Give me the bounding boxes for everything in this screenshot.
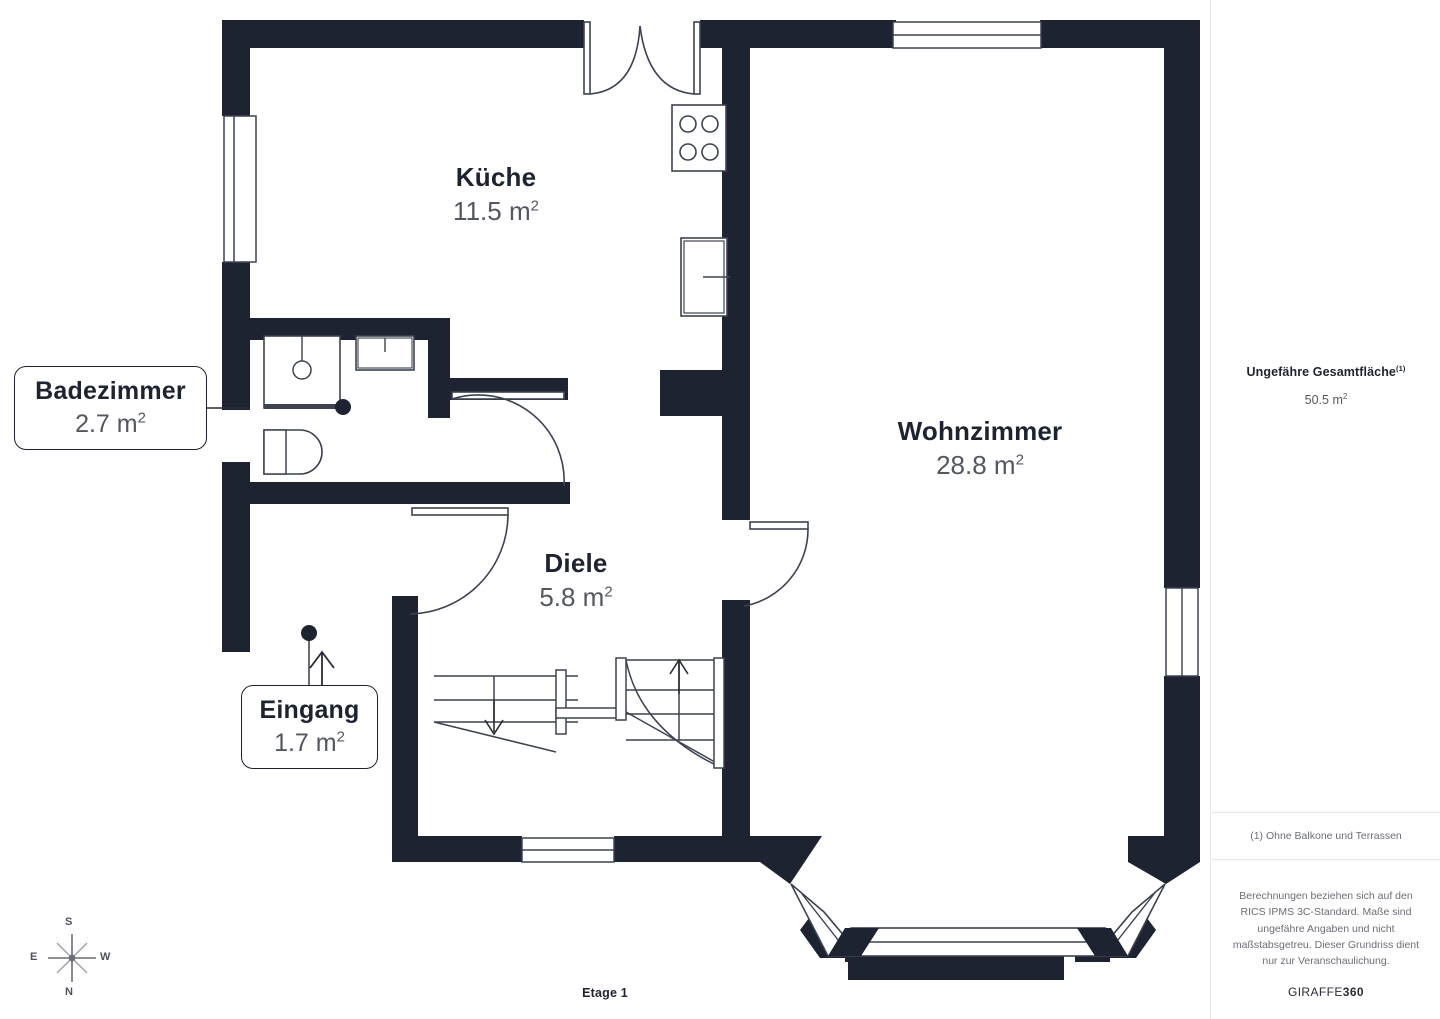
window-bottom-diele	[521, 837, 615, 863]
room-area-diele: 5.8 m2	[539, 582, 613, 613]
room-callout-eingang: Eingang 1.7 m2	[241, 685, 378, 769]
info-panel: Ungefähre Gesamtfläche(1) 50.5 m2 (1) Oh…	[1210, 0, 1440, 1019]
disclaimer-block: Berechnungen beziehen sich auf den RICS …	[1211, 872, 1440, 999]
room-label-kueche: Küche 11.5 m2	[396, 162, 596, 227]
room-name-wohnzimmer: Wohnzimmer	[897, 416, 1063, 446]
footnote-block: (1) Ohne Balkone und Terrassen	[1211, 812, 1440, 861]
room-area-eingang: 1.7 m2	[274, 728, 345, 757]
room-callout-badezimmer: Badezimmer 2.7 m2	[14, 366, 207, 450]
double-door-top	[583, 21, 701, 95]
window-top-wohnzimmer	[892, 21, 1042, 49]
brand-logo: GIRAFFE360	[1227, 985, 1425, 999]
door-badezimmer	[451, 391, 565, 487]
door-wohnzimmer	[743, 521, 809, 607]
door-eingang	[409, 507, 509, 615]
floor-plan-canvas	[207, 20, 1200, 980]
total-area-block: Ungefähre Gesamtfläche(1) 50.5 m2	[1211, 364, 1440, 407]
footnote-text: (1) Ohne Balkone und Terrassen	[1250, 830, 1402, 842]
floor-plan-svg	[207, 20, 1200, 980]
refrigerator	[680, 237, 730, 317]
room-name-diele: Diele	[544, 548, 608, 578]
compass-icon	[48, 934, 96, 982]
compass-rose: S N E W	[24, 916, 120, 1002]
window-right-wohnzimmer	[1165, 587, 1199, 677]
floor-caption: Etage 1	[582, 986, 628, 1000]
walls-group	[222, 20, 1200, 980]
room-name-eingang: Eingang	[259, 696, 360, 724]
total-area-title: Ungefähre Gesamtfläche(1)	[1246, 364, 1406, 380]
bay-window	[790, 883, 1166, 957]
room-name-kueche: Küche	[455, 162, 537, 192]
shower-with-drain	[263, 335, 342, 409]
compass-label-top: S	[65, 916, 73, 928]
room-area-badezimmer: 2.7 m2	[75, 409, 146, 438]
total-area-value: 50.5 m2	[1304, 392, 1348, 408]
staircase-down	[433, 669, 625, 753]
stove-4-burner	[671, 104, 727, 172]
windows-group	[223, 21, 1199, 863]
staircase-up	[615, 657, 725, 769]
toilet	[263, 429, 323, 475]
brand-light: GIRAFFE	[1287, 985, 1343, 1000]
room-area-kueche: 11.5 m2	[453, 196, 539, 227]
compass-label-bottom: N	[65, 986, 73, 998]
eingang-leader	[301, 625, 317, 690]
compass-label-left: E	[30, 951, 38, 963]
window-left-kueche	[223, 115, 257, 263]
bath-light-marker	[335, 399, 351, 415]
washbasin	[355, 335, 415, 371]
brand-bold: 360	[1342, 985, 1365, 1000]
disclaimer-text: Berechnungen beziehen sich auf den RICS …	[1232, 890, 1420, 968]
room-label-diele: Diele 5.8 m2	[481, 548, 671, 613]
room-label-wohnzimmer: Wohnzimmer 28.8 m2	[833, 416, 1127, 481]
compass-label-right: W	[100, 951, 111, 963]
room-area-wohnzimmer: 28.8 m2	[936, 450, 1024, 481]
room-name-badezimmer: Badezimmer	[35, 377, 186, 405]
